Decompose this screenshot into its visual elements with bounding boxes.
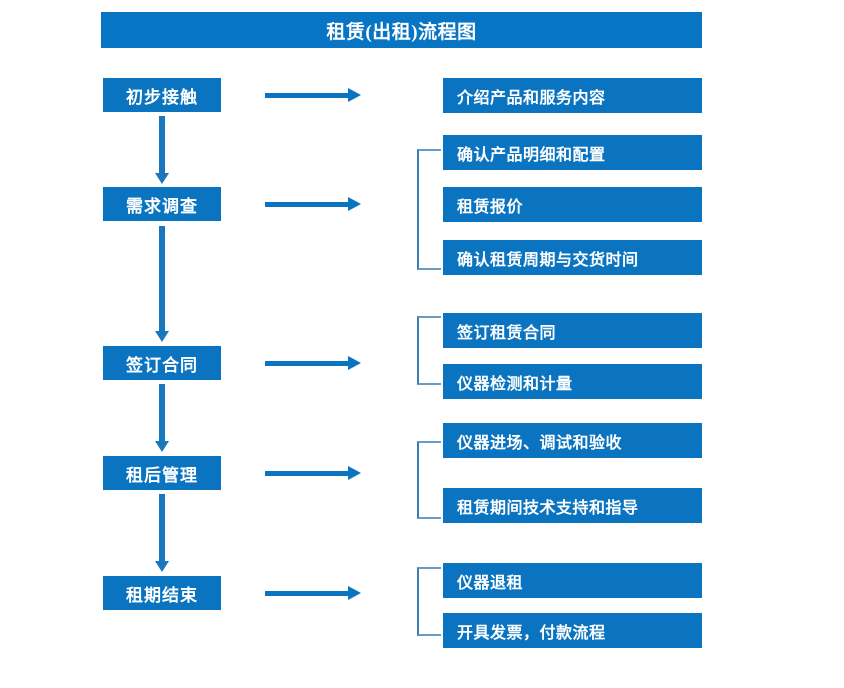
vertical-arrow-3 xyxy=(154,384,170,452)
detail-box-4[interactable]: 确认租赁周期与交货时间 xyxy=(443,240,702,275)
group-bracket-3 xyxy=(417,441,441,519)
group-bracket-1 xyxy=(417,149,441,270)
arrow-shaft xyxy=(265,471,349,476)
stage-box-4[interactable]: 租后管理 xyxy=(103,456,221,490)
detail-box-1[interactable]: 介绍产品和服务内容 xyxy=(443,78,702,113)
detail-box-3[interactable]: 租赁报价 xyxy=(443,187,702,222)
page-title: 租赁(出租)流程图 xyxy=(101,12,702,48)
arrow-head-icon xyxy=(155,331,169,342)
arrow-head-icon xyxy=(348,466,361,480)
detail-box-7[interactable]: 仪器进场、调试和验收 xyxy=(443,423,702,458)
arrow-head-icon xyxy=(348,197,361,211)
vertical-arrow-1 xyxy=(154,116,170,184)
arrow-head-icon xyxy=(155,561,169,572)
detail-box-2[interactable]: 确认产品明细和配置 xyxy=(443,135,702,170)
arrow-shaft xyxy=(159,494,165,561)
arrow-shaft xyxy=(265,202,349,207)
stage-box-2[interactable]: 需求调查 xyxy=(103,187,221,221)
arrow-shaft xyxy=(159,226,165,331)
arrow-shaft xyxy=(159,116,165,173)
group-bracket-4 xyxy=(417,567,441,636)
horizontal-arrow-2 xyxy=(265,196,361,212)
detail-box-5[interactable]: 签订租赁合同 xyxy=(443,313,702,348)
arrow-head-icon xyxy=(155,441,169,452)
arrow-shaft xyxy=(265,591,349,596)
vertical-arrow-2 xyxy=(154,226,170,342)
horizontal-arrow-5 xyxy=(265,585,361,601)
group-bracket-2 xyxy=(417,316,441,385)
arrow-shaft xyxy=(265,361,349,366)
arrow-head-icon xyxy=(348,88,361,102)
horizontal-arrow-3 xyxy=(265,355,361,371)
stage-box-3[interactable]: 签订合同 xyxy=(103,346,221,380)
detail-box-8[interactable]: 租赁期间技术支持和指导 xyxy=(443,488,702,523)
stage-box-5[interactable]: 租期结束 xyxy=(103,576,221,610)
arrow-shaft xyxy=(265,93,349,98)
stage-box-1[interactable]: 初步接触 xyxy=(103,78,221,112)
horizontal-arrow-4 xyxy=(265,465,361,481)
detail-box-9[interactable]: 仪器退租 xyxy=(443,563,702,598)
arrow-head-icon xyxy=(348,356,361,370)
arrow-shaft xyxy=(159,384,165,441)
arrow-head-icon xyxy=(348,586,361,600)
detail-box-10[interactable]: 开具发票，付款流程 xyxy=(443,613,702,648)
detail-box-6[interactable]: 仪器检测和计量 xyxy=(443,364,702,399)
horizontal-arrow-1 xyxy=(265,87,361,103)
vertical-arrow-4 xyxy=(154,494,170,572)
arrow-head-icon xyxy=(155,173,169,184)
